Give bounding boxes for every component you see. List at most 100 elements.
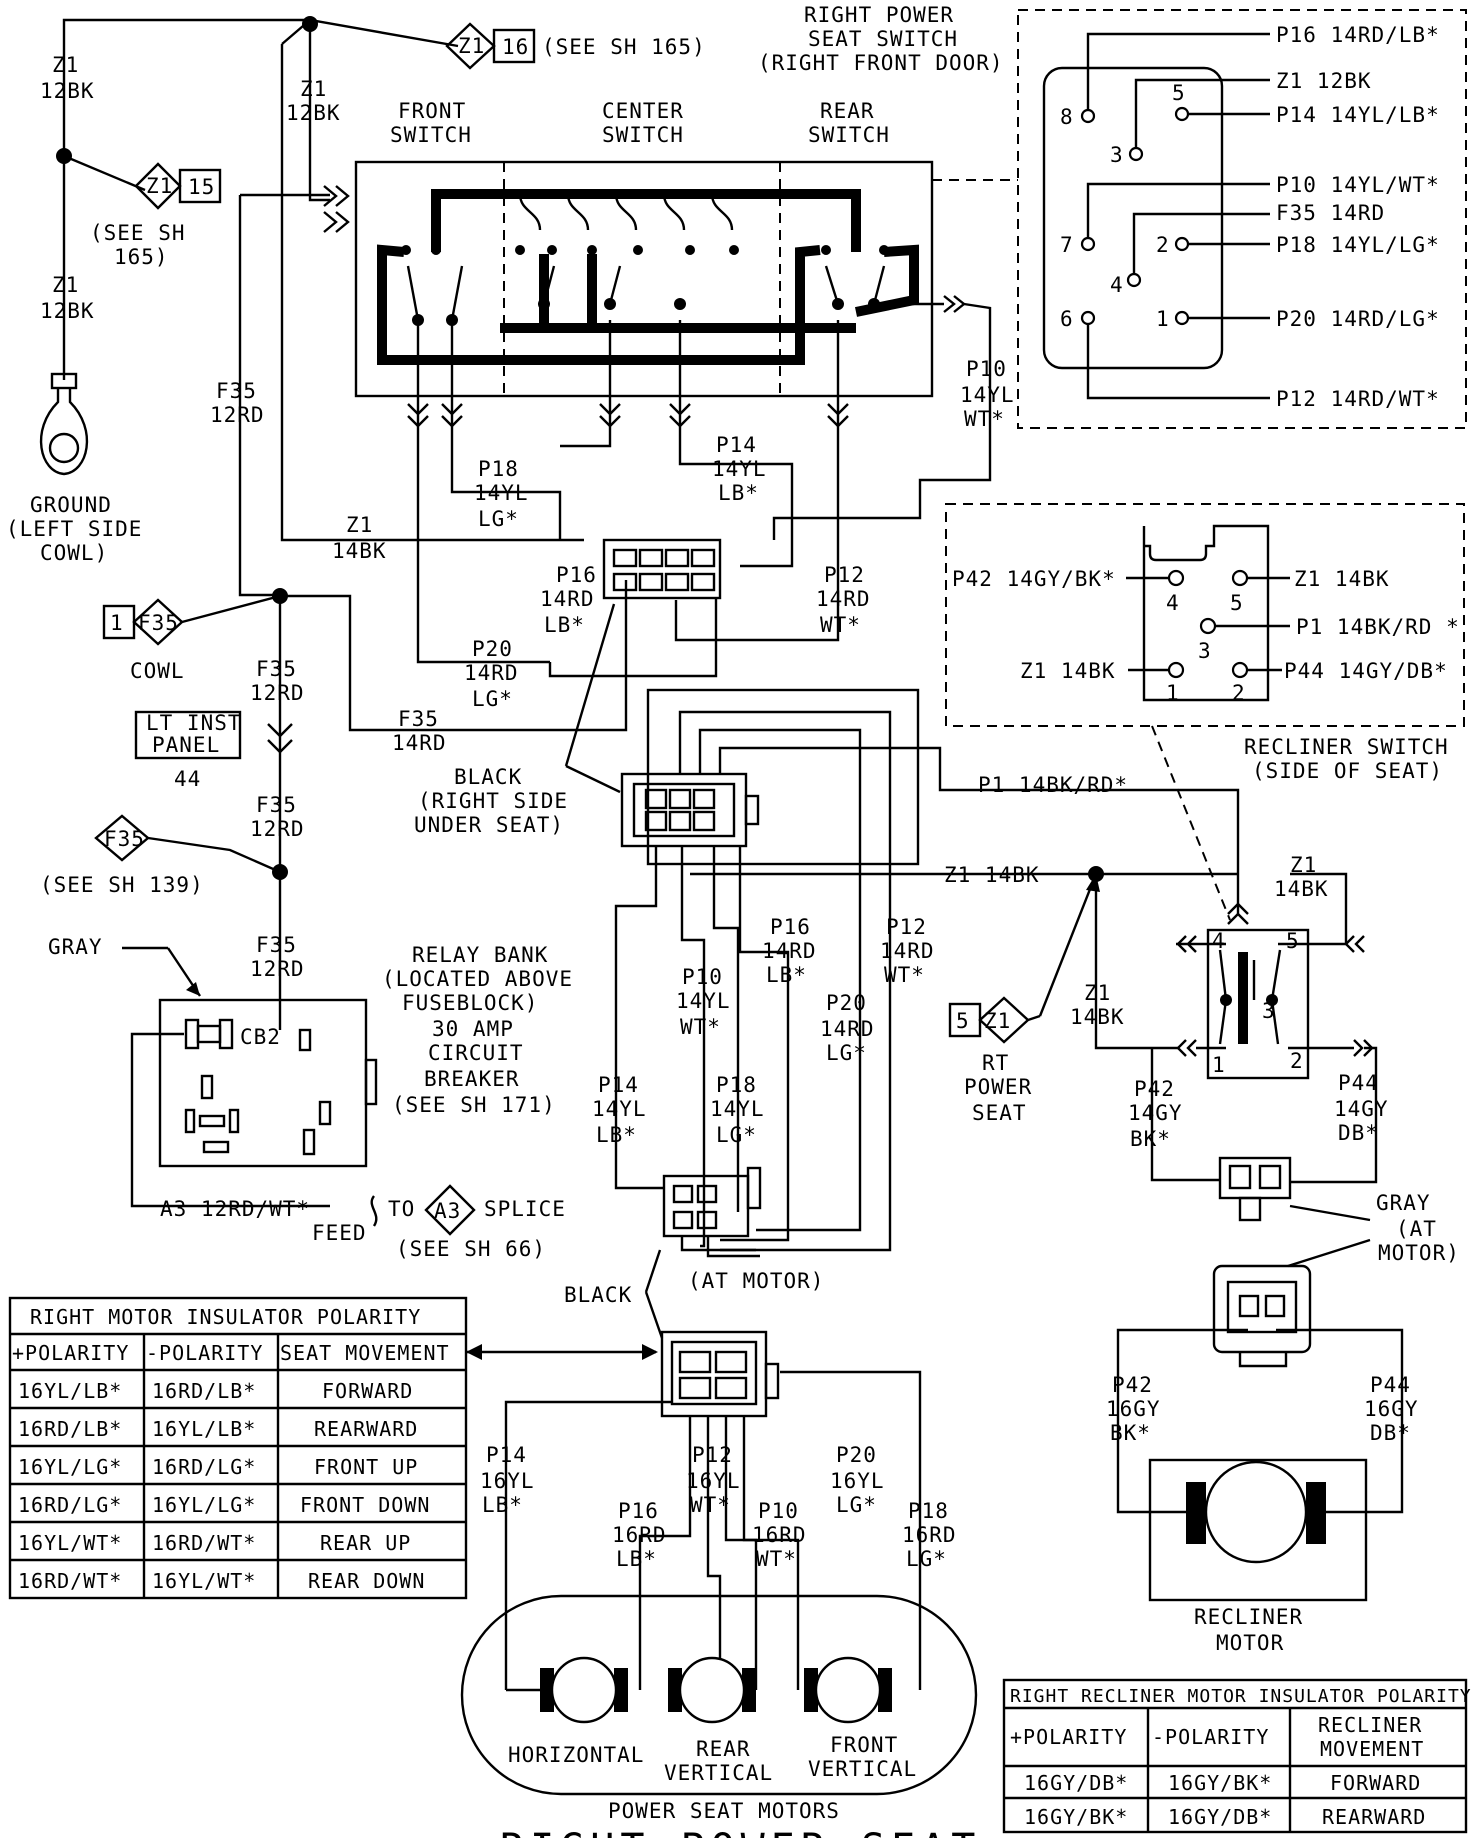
gray-at-motor-label-3: MOTOR) [1378, 1241, 1460, 1265]
pin-number: 6 [1060, 307, 1074, 331]
lt-inst-panel: LT INST PANEL 44 F35 12RD [134, 710, 305, 841]
wire-p16-14rd-lb-b-3: LB* [766, 963, 807, 987]
recliner-pinout: 4 5 3 1 2 P42 14GY/BK* Z1 14BK P1 14BK/R… [945, 503, 1465, 921]
seat-table-row: 16YL/LG* 16RD/LG* FRONT UP [18, 1455, 418, 1479]
relay-bank-label-4: 30 AMP [432, 1017, 514, 1041]
rec-table-row: 16GY/BK* 16GY/DB* REARWARD [1024, 1805, 1425, 1829]
rec-table-header-move: RECLINER [1318, 1713, 1422, 1737]
wire-f35-12rd-c: F35 [256, 793, 297, 817]
cell: 16GY/BK* [1168, 1771, 1272, 1795]
z1-rt-num: 5 [956, 1009, 970, 1033]
wire-p42-16gy-bk-2: 16GY [1106, 1397, 1161, 1421]
cell: 16YL/WT* [18, 1531, 122, 1555]
wire-p12-16yl-wt-3: WT* [690, 1493, 731, 1517]
rear-switch-label-2: SWITCH [808, 123, 890, 147]
rec-z1-b: Z1 14BK [1020, 659, 1116, 683]
ground-symbol: GROUND (LEFT SIDE COWL) [6, 372, 141, 565]
wire-p42-14gy-bk: P42 [1134, 1077, 1175, 1101]
pinout-pin: 4 F35 14RD [1110, 201, 1384, 297]
wire-p12-14rd-wt-b: P12 [886, 915, 927, 939]
wire-p20-14rd-lg-b-3: LG* [826, 1041, 867, 1065]
wire-z1-12bk-left2-b: 12BK [40, 299, 95, 323]
wire-p20-16yl-lg: P20 [836, 1443, 877, 1467]
at-motor-label: (AT MOTOR) [688, 1269, 824, 1293]
wire-p10-16rd-wt-3: WT* [756, 1547, 797, 1571]
wire-p14-14yl-lb-2: 14YL [712, 457, 767, 481]
front-vertical-label-2: VERTICAL [808, 1757, 917, 1781]
connector-f35-cowl: 1 F35 COWL F35 12RD [102, 594, 305, 705]
wire-p16-14rd-lb-3: LB* [544, 613, 585, 637]
relay-bank-label-3: FUSEBLOCK) [402, 991, 538, 1015]
wire-z1-12bk-left: Z1 [52, 53, 79, 77]
see-sh-165-a: (SEE SH [90, 221, 186, 245]
pin-number: 1 [1156, 307, 1170, 331]
wire-f35-14rd: F35 [398, 707, 439, 731]
wire-p10-14yl-wt-b: P10 [682, 965, 723, 989]
rec-pin-2: 2 [1232, 681, 1246, 705]
cell: REAR DOWN [308, 1569, 425, 1593]
wire-f35-12rd-d-2: 12RD [250, 957, 305, 981]
rps-switch-label-2: SEAT SWITCH [808, 27, 958, 51]
wire-p10-16rd-wt-2: 16RD [752, 1523, 807, 1547]
pin-number: 8 [1060, 105, 1074, 129]
cell: 16YL/LG* [152, 1493, 256, 1517]
switch-contacts [401, 245, 889, 326]
wire-p16-14rd-lb-b: P16 [770, 915, 811, 939]
wire-p14-14yl-lb-3: LB* [718, 481, 759, 505]
wire-p18-16rd-lg-3: LG* [906, 1547, 947, 1571]
cell: 16RD/LG* [152, 1455, 256, 1479]
cell: 16YL/WT* [152, 1569, 256, 1593]
wire-p20-14rd-lg: P20 [472, 637, 513, 661]
wire-p16-14rd-lb-b-2: 14RD [762, 939, 817, 963]
motor-horizontal-icon [506, 1656, 628, 1724]
left-wire-labels: Z1 12BK Z1 12BK Z1 12BK [40, 53, 340, 323]
wire-p20-14rd-lg-2: 14RD [464, 661, 519, 685]
wire-p12-16yl-wt-2: 16YL [686, 1469, 741, 1493]
seat-switch-assembly: FRONT SWITCH CENTER SWITCH REAR SWITCH [323, 99, 1014, 664]
wire-f35-12rd-d: F35 [256, 933, 297, 957]
wire-p18-14yl-lg-b-3: LG* [716, 1123, 757, 1147]
relay-bank-label: RELAY BANK [412, 943, 548, 967]
seat-table-row: 16RD/WT* 16YL/WT* REAR DOWN [18, 1569, 425, 1593]
wire-p10-14yl-wt: P10 [966, 357, 1007, 381]
cell: 16RD/LG* [18, 1493, 122, 1517]
seat-polarity-table: RIGHT MOTOR INSULATOR POLARITY +POLARITY… [8, 1296, 468, 1600]
wire-p42-14gy-bk-3: BK* [1130, 1127, 1171, 1151]
recliner-switch-label-2: (SIDE OF SEAT) [1252, 759, 1443, 783]
relay-bank-label-5: CIRCUIT [428, 1041, 524, 1065]
cell: 16GY/DB* [1024, 1771, 1128, 1795]
seat-table-row: 16YL/WT* 16RD/WT* REAR UP [18, 1531, 411, 1555]
wire-p18-16rd-lg-2: 16RD [902, 1523, 957, 1547]
recliner-switch: RECLINER SWITCH (SIDE OF SEAT) Z1 14BK 4… [948, 735, 1448, 1184]
wire-f35-12rd-c-2: 12RD [250, 817, 305, 841]
bottom-title: RIGHT POWER SEAT [500, 1826, 981, 1838]
wire-p18-14yl-lg: P18 [478, 457, 519, 481]
cell: FRONT UP [314, 1455, 418, 1479]
wire-p42-14gy-bk-2: 14GY [1128, 1101, 1183, 1125]
relay-bank: GRAY CB2 A3 12RD/WT* FEED TO A3 SPLICE (… [48, 935, 572, 1261]
wire-p14-14yl-lb-b: P14 [598, 1073, 639, 1097]
front-switch-label-2: SWITCH [390, 123, 472, 147]
wire-f35-12rd-b: F35 [256, 657, 297, 681]
cell: REAR UP [320, 1531, 411, 1555]
ground-terminal-top [50, 372, 78, 390]
wire-f35-12rd-b-2: 12RD [250, 681, 305, 705]
wire-p12-14rd-wt: P12 [824, 563, 865, 587]
wire-z1-12bk-mid: Z1 [300, 77, 327, 101]
wire-z1-14bk-mid-b: 14BK [332, 539, 387, 563]
wire-p16-14rd-lb: P16 [556, 563, 597, 587]
rec-table-header-neg: -POLARITY [1152, 1725, 1269, 1749]
wire-p44-16gy-db-3: DB* [1370, 1421, 1411, 1445]
wire-p44-14gy-db: P44 [1338, 1071, 1379, 1095]
cell: REARWARD [314, 1417, 418, 1441]
wire-p42-16gy-bk-3: BK* [1110, 1421, 1151, 1445]
pin-wire: P12 14RD/WT* [1276, 387, 1440, 411]
switch-harness-connector: P16 14RD LB* P12 14RD WT* P20 14RD LG* [464, 538, 871, 711]
recliner-motor-icon: RECLINER MOTOR [1148, 1458, 1368, 1655]
z1-rt-label: Z1 [984, 1009, 1011, 1033]
wire-p12-14rd-wt-2: 14RD [816, 587, 871, 611]
cell: 16GY/BK* [1024, 1805, 1128, 1829]
pin-wire: P14 14YL/LB* [1276, 103, 1440, 127]
cell: 16YL/LB* [18, 1379, 122, 1403]
connector-z1-16: Z1 16 (SEE SH 165) [445, 22, 705, 70]
